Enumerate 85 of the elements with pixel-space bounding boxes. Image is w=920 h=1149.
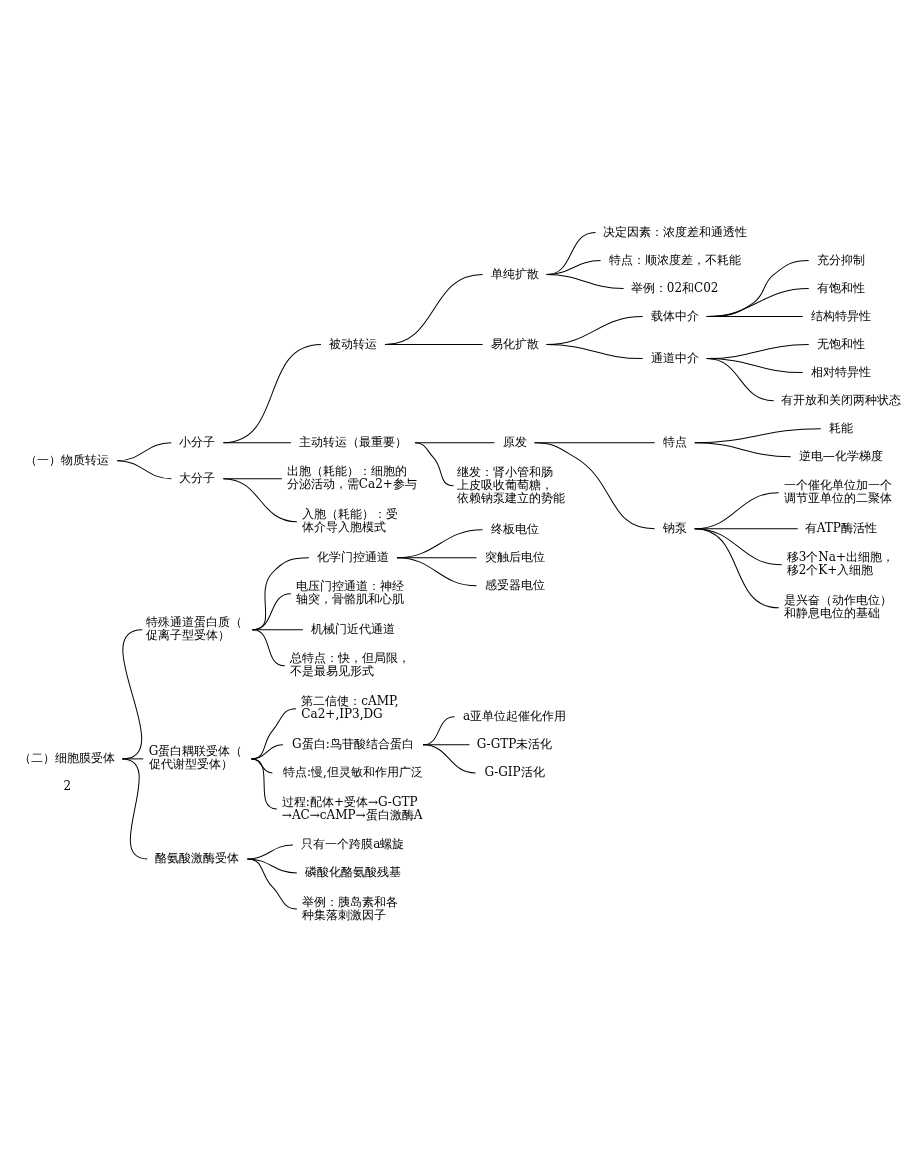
node-text: （一）物质转运 xyxy=(25,452,110,467)
node-text: 被动转运 xyxy=(328,336,377,351)
node-text: 举例：02和C02 xyxy=(630,280,719,295)
node-text: 酪氨酸激酶受体 xyxy=(155,851,240,866)
node-text: 小分子 xyxy=(179,434,216,449)
node-text: 是兴奋（动作电位）和静息电位的基础 xyxy=(783,593,892,621)
node-text: 机械门近代通道 xyxy=(310,621,395,636)
connector xyxy=(534,442,656,530)
node-text: 无饱和性 xyxy=(816,336,865,351)
node-text: 特点：顺浓度差，不耗能 xyxy=(608,252,741,267)
connector xyxy=(694,428,822,444)
connector xyxy=(246,844,294,860)
node-text: 主动转运（最重要） xyxy=(298,434,407,449)
connector xyxy=(121,758,148,860)
node-text: G-GIP活化 xyxy=(484,764,545,779)
node-text: 结构特异性 xyxy=(810,308,871,323)
connector xyxy=(250,758,278,810)
node-text: 只有一个跨膜a螺旋 xyxy=(301,837,405,852)
connector xyxy=(250,708,297,760)
node-text: （二）细胞膜受体 xyxy=(19,750,116,765)
node-text: 继发：肾小管和肠上皮吸收葡萄糖，依赖钠泵建立的势能 xyxy=(457,464,566,505)
connector xyxy=(694,528,780,609)
connector xyxy=(246,858,298,910)
connector xyxy=(116,442,172,462)
connector xyxy=(422,716,455,746)
node-text: 特殊通道蛋白质（促离子型受体） xyxy=(146,615,243,643)
node-text: 一个催化单位加一个调节亚单位的二聚体 xyxy=(783,478,892,506)
connector xyxy=(121,758,144,760)
connector xyxy=(384,274,483,346)
node-text: a亚单位起催化作用 xyxy=(462,708,567,723)
connector xyxy=(246,858,298,874)
connector xyxy=(121,629,143,760)
connector xyxy=(396,529,483,559)
node-text: G蛋白:鸟苷酸结合蛋白 xyxy=(292,736,414,751)
node-text: G-GTP未活化 xyxy=(476,736,553,751)
node-text: 感受器电位 xyxy=(484,577,545,592)
node-text: 特点:慢,但灵敏和作用广泛 xyxy=(283,764,423,779)
connector xyxy=(222,344,322,444)
node-text: 第二信使：cAMP,Ca2+,IP3,DG xyxy=(301,694,399,722)
node-text: 磷酸化酪氨酸残基 xyxy=(304,865,401,880)
node-text: 决定因素：浓度差和通透性 xyxy=(602,224,747,239)
node-text: 载体中介 xyxy=(650,308,699,323)
connector xyxy=(222,478,298,523)
node-text: 通道中介 xyxy=(650,350,699,365)
node-text: 钠泵 xyxy=(662,520,687,535)
node-text: 过程:配体+受体→G-GTP→AC→cAMP→蛋白激酶A xyxy=(281,794,423,822)
node-text: 出胞（耗能）：细胞的分泌活动，需Ca2+参与 xyxy=(286,464,417,492)
node-text: 单纯扩散 xyxy=(490,266,539,281)
node-text: 易化扩散 xyxy=(490,336,539,351)
connector xyxy=(706,260,810,318)
node-text: 耗能 xyxy=(828,420,853,435)
connector xyxy=(251,629,286,667)
node-text: 相对特异性 xyxy=(810,364,871,379)
node-text: 总特点：快，但局限，不是最易见形式 xyxy=(289,651,410,679)
connector xyxy=(250,758,273,774)
connector xyxy=(251,557,310,631)
node-text: 举例：胰岛素和各种集落刺激因子 xyxy=(301,894,398,922)
node-text: 突触后电位 xyxy=(484,549,545,564)
connector xyxy=(694,492,780,530)
connector xyxy=(546,232,597,276)
connector xyxy=(422,744,476,774)
connector xyxy=(694,528,783,566)
label: 2 xyxy=(63,779,72,793)
connector xyxy=(546,316,644,346)
node-text: 入胞（耗能）：受体介导入胞模式 xyxy=(301,507,398,535)
node-text: 电压门控通道：神经轴突，骨骼肌和心肌 xyxy=(295,579,404,607)
connector xyxy=(414,442,495,444)
node-text: 化学门控通道 xyxy=(316,549,389,564)
connector xyxy=(534,442,656,444)
connector xyxy=(422,744,470,746)
connector xyxy=(222,478,283,480)
connector xyxy=(116,460,172,480)
node-text: G蛋白耦联受体（促代谢型受体） xyxy=(148,744,243,772)
node-text: 逆电—化学梯度 xyxy=(798,448,883,463)
node-text: 有开放和关闭两种状态 xyxy=(780,392,901,407)
node-text: 大分子 xyxy=(179,470,216,485)
node-text: 有ATP酶活性 xyxy=(804,520,877,535)
node-text: 移3个Na+出细胞，移2个K+入细胞 xyxy=(786,550,895,578)
node-text: 特点 xyxy=(662,434,687,449)
node-text: 终板电位 xyxy=(490,521,539,536)
connector xyxy=(414,442,454,487)
connector xyxy=(706,344,810,360)
node-text: 有饱和性 xyxy=(816,280,865,295)
node-text: 充分抑制 xyxy=(816,252,865,267)
node-text: 原发 xyxy=(502,434,527,449)
